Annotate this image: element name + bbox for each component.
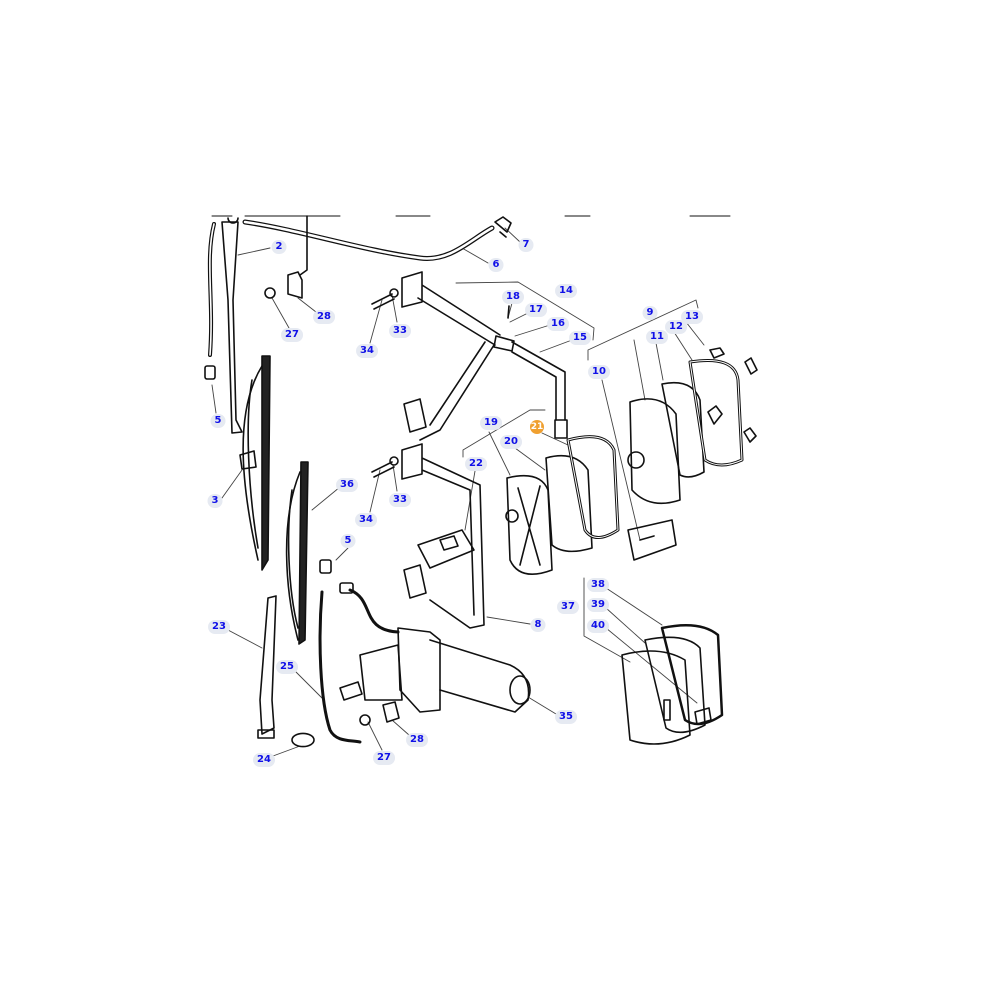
callout-9[interactable]: 9 [642, 306, 658, 320]
callout-35[interactable]: 35 [555, 710, 577, 724]
callout-39[interactable]: 39 [587, 598, 609, 612]
callout-40[interactable]: 40 [587, 619, 609, 633]
callout-33[interactable]: 33 [389, 324, 411, 338]
callout-27[interactable]: 27 [281, 328, 303, 342]
callout-28-lower[interactable]: 28 [406, 733, 428, 747]
callout-14[interactable]: 14 [555, 284, 577, 298]
callout-15[interactable]: 15 [569, 331, 591, 345]
callout-8[interactable]: 8 [530, 618, 546, 632]
callout-10[interactable]: 10 [588, 365, 610, 379]
callout-28[interactable]: 28 [313, 310, 335, 324]
callout-24[interactable]: 24 [253, 753, 275, 767]
callout-5-lower[interactable]: 5 [340, 534, 356, 548]
callout-27-lower[interactable]: 27 [373, 751, 395, 765]
callout-21-highlighted[interactable]: 21 [530, 420, 544, 434]
callout-3[interactable]: 3 [207, 494, 223, 508]
callout-12[interactable]: 12 [665, 320, 687, 334]
callout-25[interactable]: 25 [276, 660, 298, 674]
callout-18[interactable]: 18 [502, 290, 524, 304]
callout-5[interactable]: 5 [210, 414, 226, 428]
callout-36[interactable]: 36 [336, 478, 358, 492]
callout-17[interactable]: 17 [525, 303, 547, 317]
callout-38[interactable]: 38 [587, 578, 609, 592]
callout-6[interactable]: 6 [488, 258, 504, 272]
callout-2[interactable]: 2 [271, 240, 287, 254]
leader-lines [211, 227, 705, 757]
callout-34[interactable]: 34 [356, 344, 378, 358]
callout-23[interactable]: 23 [208, 620, 230, 634]
callout-11[interactable]: 11 [646, 330, 668, 344]
callout-7[interactable]: 7 [518, 238, 534, 252]
callout-19[interactable]: 19 [480, 416, 502, 430]
callout-16[interactable]: 16 [547, 317, 569, 331]
callout-37[interactable]: 37 [557, 600, 579, 614]
callout-20[interactable]: 20 [500, 435, 522, 449]
callout-13[interactable]: 13 [681, 310, 703, 324]
callout-33-lower[interactable]: 33 [389, 493, 411, 507]
callout-34-lower[interactable]: 34 [355, 513, 377, 527]
callout-22[interactable]: 22 [465, 457, 487, 471]
